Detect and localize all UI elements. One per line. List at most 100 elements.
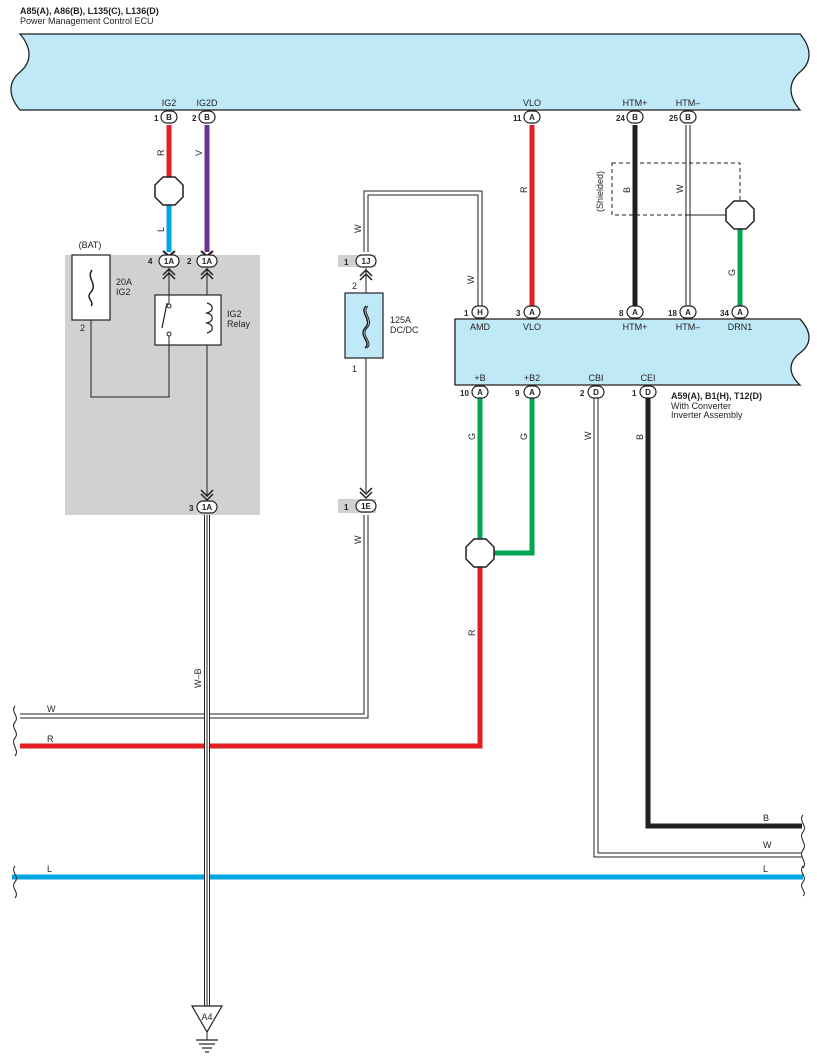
relay-coil-icon — [204, 302, 213, 334]
wire-label-right-w: W — [763, 840, 772, 850]
inv-pin-vlo: 3 A — [516, 305, 541, 319]
wire-label-b2-g: G — [519, 433, 529, 440]
svg-text:2: 2 — [187, 257, 192, 266]
svg-text:10: 10 — [460, 389, 469, 398]
svg-text:D: D — [645, 388, 651, 397]
ecu-pin-ig2d: 2 B — [192, 110, 216, 124]
svg-text:B: B — [632, 113, 638, 122]
svg-text:34: 34 — [720, 309, 729, 318]
svg-text:A: A — [632, 308, 638, 317]
splice-ig2 — [154, 176, 184, 206]
wire-label-ig2d-v: V — [194, 150, 204, 156]
ecu-title: A85(A), A86(B), L135(C), L136(D) — [20, 6, 159, 16]
dcdc-fuse-name: DC/DC — [390, 325, 419, 335]
svg-text:1A: 1A — [202, 257, 212, 266]
inv-terminal-vlo: VLO — [523, 322, 541, 332]
wire-cei-black — [645, 398, 802, 829]
fuse-20a-icon — [88, 269, 95, 307]
wire-label-ig2-l: L — [156, 227, 166, 232]
bat-label: (BAT) — [79, 240, 102, 250]
relay-word: Relay — [227, 319, 251, 329]
wire-plus-b2-green — [494, 398, 535, 556]
inverter-panel — [454, 318, 810, 386]
shield-box — [611, 162, 741, 216]
bus-break-left — [13, 705, 17, 899]
ecu-terminal-htm-minus: HTM– — [676, 98, 701, 108]
ecu-terminal-ig2d: IG2D — [196, 98, 218, 108]
splice-shield-drain — [725, 200, 755, 230]
inverter-title: A59(A), B1(H), T12(D) — [671, 391, 762, 401]
svg-text:2: 2 — [192, 114, 197, 123]
inv-terminal-amd: AMD — [470, 322, 491, 332]
svg-text:1: 1 — [344, 503, 349, 512]
wire-amd-white — [363, 190, 483, 306]
svg-text:B: B — [166, 113, 172, 122]
wire-cbi-white — [593, 398, 802, 858]
ecu-panel — [10, 33, 810, 111]
inv-pin-htm-plus: 8 A — [619, 305, 644, 319]
inv-terminal-plus-b: +B — [474, 373, 485, 383]
wire-dcdc-white — [20, 515, 369, 719]
fuse-20a-name: IG2 — [116, 287, 131, 297]
wire-label-cei-b: B — [635, 434, 645, 440]
svg-text:A: A — [529, 388, 535, 397]
svg-text:18: 18 — [668, 309, 677, 318]
ground-label: A4 — [201, 1012, 212, 1022]
svg-text:1A: 1A — [202, 503, 212, 512]
svg-text:4: 4 — [148, 257, 153, 266]
svg-text:2: 2 — [580, 389, 585, 398]
wire-labels: R L V W W R B W G G G W B R W W–B W R L … — [47, 149, 772, 874]
svg-text:3: 3 — [516, 309, 521, 318]
svg-text:25: 25 — [669, 114, 678, 123]
shielded-label: (Shielded) — [595, 171, 605, 212]
dcdc-pin-1e: 1 1E — [344, 487, 377, 513]
ecu-pin-htm-minus: 25 B — [669, 110, 697, 124]
ecu-pin-ig2: 1 B — [154, 110, 178, 124]
inv-terminal-cbi: CBI — [588, 373, 603, 383]
fuse-20a-pin: 2 — [80, 323, 85, 333]
svg-text:A: A — [685, 308, 691, 317]
inv-terminal-plus-b2: +B2 — [524, 373, 540, 383]
fuse-to-relay-line — [90, 320, 170, 398]
inv-pin-drn1: 34 A — [720, 305, 749, 319]
inv-pin-amd: 1 H — [464, 305, 489, 319]
svg-text:A: A — [529, 308, 535, 317]
jb-pin-3-1a: 3 1A — [189, 489, 218, 514]
inverter-line2: Inverter Assembly — [671, 410, 743, 420]
ecu-terminal-ig2: IG2 — [162, 98, 177, 108]
svg-text:B: B — [685, 113, 691, 122]
wire-label-htm-w: W — [675, 184, 685, 193]
wire-label-dcdc-w-top: W — [353, 224, 363, 233]
wire-label-bus-l-left: L — [47, 864, 52, 874]
wire-label-amd-w: W — [466, 275, 476, 284]
svg-text:A: A — [737, 308, 743, 317]
dcdc-pin-1j: 1 1J — [344, 254, 377, 281]
svg-text:1E: 1E — [361, 502, 371, 511]
splice-plus-b — [465, 538, 495, 568]
svg-text:1A: 1A — [164, 257, 174, 266]
jb-pin-4-1a: 4 1A — [148, 250, 180, 280]
ground-a4: A4 — [190, 1005, 224, 1053]
dcdc-fuse-box — [344, 292, 384, 359]
inv-pin-plus-b: 10 A — [460, 385, 489, 399]
inv-terminal-htm-minus: HTM– — [676, 322, 701, 332]
wire-label-drn-g: G — [727, 269, 737, 276]
inv-terminal-drn1: DRN1 — [728, 322, 753, 332]
dcdc-fuse-icon — [362, 305, 369, 349]
dcdc-fuse-rating: 125A — [390, 315, 411, 325]
svg-text:B: B — [204, 113, 210, 122]
relay-switch-icon — [161, 302, 168, 329]
wire-label-b-g: G — [467, 433, 477, 440]
ecu-pin-vlo: 11 A — [513, 110, 541, 124]
svg-text:1: 1 — [154, 114, 159, 123]
ecu-terminal-vlo: VLO — [523, 98, 541, 108]
ecu-terminal-htm-plus: HTM+ — [623, 98, 648, 108]
fuse-20a-rating: 20A — [116, 277, 132, 287]
wire-label-bus-w: W — [47, 704, 56, 714]
inv-terminal-cei: CEI — [640, 373, 655, 383]
svg-text:11: 11 — [513, 114, 522, 123]
wire-label-ground-wb: W–B — [193, 668, 203, 688]
svg-text:1: 1 — [344, 258, 349, 267]
svg-text:H: H — [477, 308, 483, 317]
svg-text:3: 3 — [189, 504, 194, 513]
